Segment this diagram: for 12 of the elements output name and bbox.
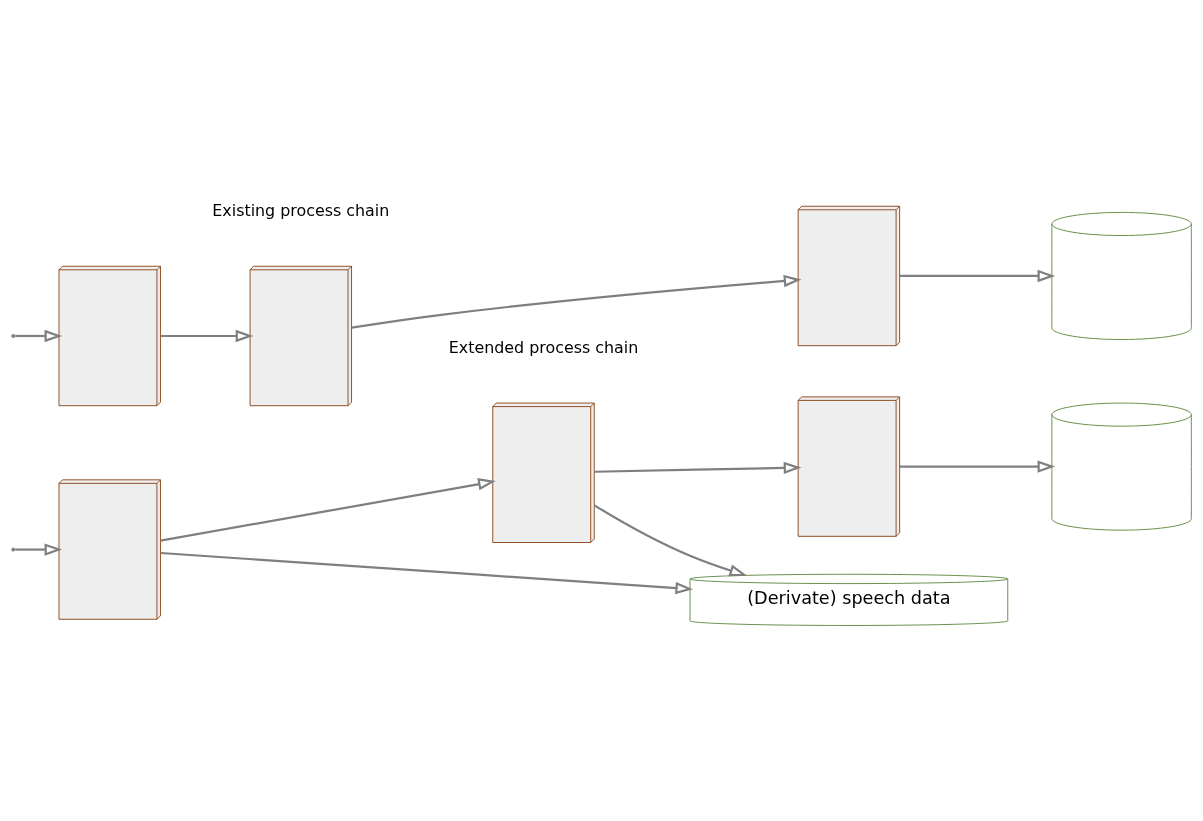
- arrow: [594, 461, 802, 474]
- arrow: [160, 551, 694, 594]
- arrow: [593, 503, 748, 576]
- arrow: [899, 459, 1056, 473]
- arrow: [899, 269, 1056, 282]
- arrow: [160, 329, 254, 342]
- arrow: [351, 274, 802, 329]
- arrow: [160, 477, 496, 542]
- label: Extended process chain: [448, 337, 639, 357]
- arrow: [15, 542, 63, 556]
- label: Existing process chain: [212, 200, 390, 220]
- arrow: [15, 329, 63, 342]
